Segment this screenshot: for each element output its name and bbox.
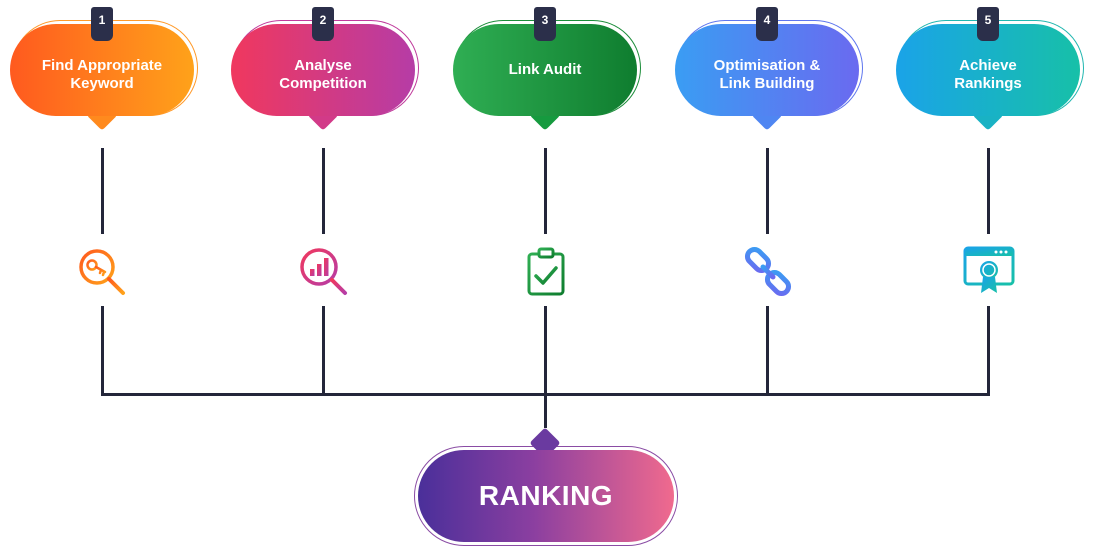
chart-search-icon (300, 248, 347, 295)
connector-horizontal (101, 393, 990, 396)
certificate-icon (963, 246, 1015, 293)
step-4-badge: 4 (756, 7, 778, 41)
connector-bottom-2 (322, 306, 325, 396)
connector-bottom-1 (101, 306, 104, 396)
step-1-label: Find Appropriate Keyword (42, 57, 162, 93)
connector-bottom-5 (987, 306, 990, 396)
key-search-icon (79, 249, 125, 295)
step-2-label-line2: Competition (279, 75, 367, 92)
step-2-label-line1: Analyse (294, 57, 352, 74)
ranking-pill: RANKING (418, 450, 674, 542)
connector-top-4 (766, 148, 769, 234)
step-1-label-line2: Keyword (70, 75, 134, 92)
step-1-label-line1: Find Appropriate (41, 57, 163, 74)
step-2-label: Analyse Competition (279, 57, 367, 93)
step-4-label-line1: Optimisation & (713, 57, 821, 74)
step-5-label-line2: Rankings (954, 75, 1022, 92)
connector-bottom-3 (544, 306, 547, 428)
step-3-label-line1: Link Audit (508, 61, 582, 78)
step-4-label: Optimisation & Link Building (714, 57, 821, 93)
step-1-badge: 1 (91, 7, 113, 41)
connector-top-2 (322, 148, 325, 234)
step-5-badge: 5 (977, 7, 999, 41)
ranking-label: RANKING (478, 480, 614, 511)
step-4-pill: Optimisation & Link Building (675, 24, 859, 116)
clipboard-check-icon (527, 247, 565, 296)
step-3-label: Link Audit (509, 61, 582, 79)
connector-bottom-4 (766, 306, 769, 396)
step-2-badge: 2 (312, 7, 334, 41)
connector-top-5 (987, 148, 990, 234)
connector-top-1 (101, 148, 104, 234)
step-5-label-line1: Achieve (959, 57, 1017, 74)
step-4-label-line2: Link Building (719, 75, 815, 92)
connector-top-3 (544, 148, 547, 234)
chain-link-icon (744, 246, 792, 297)
step-5-label: Achieve Rankings (954, 57, 1022, 93)
step-3-badge: 3 (534, 7, 556, 41)
